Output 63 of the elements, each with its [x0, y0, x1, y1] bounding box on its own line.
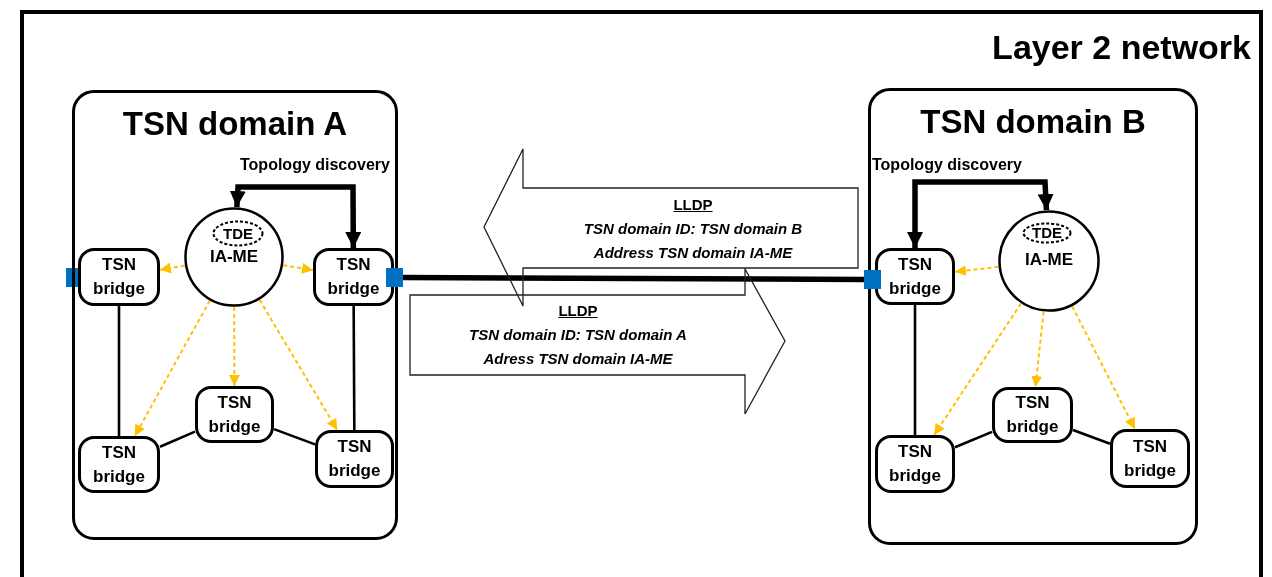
arrow: [229, 184, 362, 248]
link-line: [954, 430, 993, 449]
entity-circle: [998, 210, 1100, 312]
bridge-box: [992, 387, 1073, 443]
link-line: [403, 274, 864, 283]
dashed-arrow: [1031, 310, 1045, 388]
network-title: Layer 2 network: [992, 28, 1251, 68]
dashed-arrow: [954, 265, 1000, 277]
link-line: [1072, 428, 1111, 445]
message-text: TSN domain ID: TSN domain B: [583, 219, 803, 239]
bridge-label: TSN bridge: [1123, 435, 1177, 482]
dashed-arrow: [228, 306, 240, 387]
bridge-label: TSN bridge: [326, 254, 381, 300]
message-text: TSN domain ID: TSN domain A: [469, 325, 687, 345]
entity-label: IA-ME: [209, 247, 259, 267]
bridge-label: TSN bridge: [888, 441, 942, 487]
function-label: TDE: [1032, 224, 1062, 242]
dashed-arrow: [133, 299, 211, 437]
protocol-heading: LLDP: [673, 195, 713, 215]
bridge-label: TSN bridge: [327, 436, 382, 482]
message-text: Address TSN domain IA-ME: [593, 243, 793, 263]
dashed-arrow: [282, 263, 314, 274]
function-ellipse: [1022, 222, 1072, 244]
dashed-arrow: [159, 262, 186, 274]
link-line: [159, 430, 196, 448]
dashed-arrow: [1071, 305, 1136, 430]
network-frame: [20, 10, 1263, 577]
bridge-box: [875, 248, 955, 305]
arrow: [907, 179, 1054, 248]
bridge-label: TSN bridge: [888, 253, 942, 300]
domain-box: [868, 88, 1198, 545]
bridge-box: [315, 430, 394, 488]
bridge-box: [78, 248, 160, 306]
port-square: [386, 268, 403, 287]
link-line: [117, 306, 121, 436]
link-line: [913, 305, 917, 435]
link-line: [273, 427, 316, 446]
message-arrow: [483, 148, 860, 307]
message-text: Adress TSN domain IA-ME: [483, 349, 673, 369]
bridge-box: [875, 435, 955, 493]
edge-label: Topology discovery: [872, 156, 1022, 174]
bridge-label: TSN bridge: [207, 391, 262, 438]
dashed-arrow: [933, 302, 1022, 436]
bridge-box: [195, 386, 274, 443]
port-square: [864, 270, 881, 289]
function-label: TDE: [223, 224, 253, 243]
function-ellipse: [212, 220, 264, 247]
bridge-box: [1110, 429, 1190, 488]
protocol-heading: LLDP: [558, 301, 598, 321]
bridge-box: [313, 248, 394, 306]
message-arrow: [409, 268, 787, 416]
entity-label: IA-ME: [1024, 250, 1074, 270]
bridge-label: TSN bridge: [92, 254, 146, 300]
dashed-arrow: [258, 298, 339, 431]
bridge-label: TSN bridge: [1005, 392, 1060, 438]
domain-box: [72, 90, 398, 540]
bridge-label: TSN bridge: [92, 441, 146, 488]
domain-title: TSN domain A: [122, 105, 348, 143]
link-line: [352, 306, 356, 430]
edge-label: Topology discovery: [240, 156, 390, 174]
domain-title: TSN domain B: [920, 103, 1146, 141]
bridge-box: [78, 436, 160, 493]
entity-circle: [184, 207, 284, 307]
